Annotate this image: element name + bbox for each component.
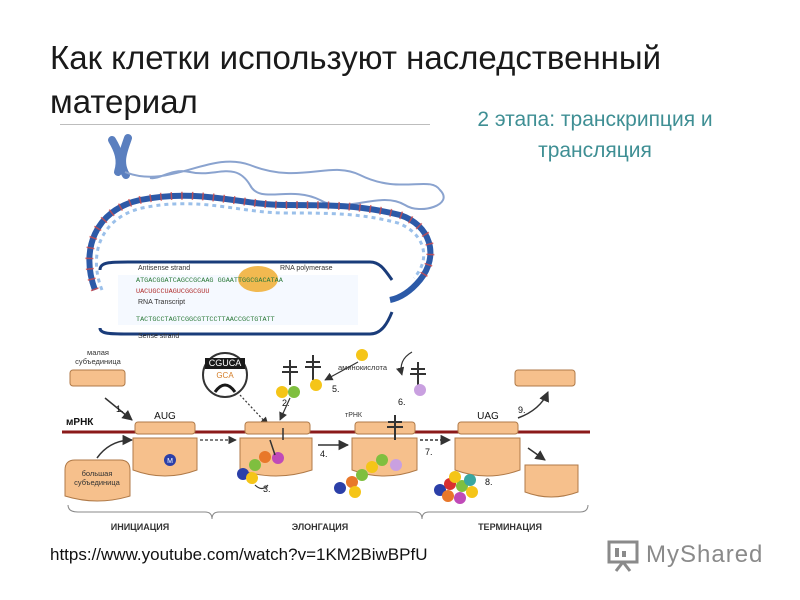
ribosome-elongation-2 [334,415,418,498]
aminoacid-label: аминокислота [338,363,388,372]
codon-magnifier: CGUCA GCA [202,352,269,426]
dna-illustration: Antisense strand RNA polymerase ATGACGGA… [85,134,445,340]
step-1-label: 1. [116,404,124,414]
released-small-subunit [514,369,576,387]
step-1-arrow [104,397,133,421]
small-subunit-label-2: субъединица [75,357,122,366]
stop-codon-label: UAG [477,411,499,422]
amino-acid-icon [356,349,368,361]
phase-termination: ТЕРМИНАЦИЯ [478,522,542,532]
translation-diagram: малая субъединица большая субъединица мР… [62,348,590,532]
logo-text: MyShared [646,541,764,568]
large-subunit-label-1: большая [82,469,113,478]
methionine-label: M [167,458,173,465]
rna-transcript-label: RNA Transcript [138,299,185,306]
large-subunit-arrow [96,434,134,459]
antisense-strand-label: Antisense strand [138,265,190,272]
codon-bottom-label: GCA [216,371,234,380]
step-9-arrow [517,391,549,419]
ribosome-elongation-1 [237,421,313,484]
codon-top-label: CGUCA [209,358,242,368]
rna-polymerase-icon [238,266,278,292]
slide-subtitle: 2 этапа: транскрипция и трансляция [477,108,713,162]
step-9-label: 9. [518,405,526,415]
ribosome-termination: UAG [454,411,521,477]
step-5-label: 5. [332,384,340,394]
ribosome-initiation: AUG M [132,411,198,477]
mrna-label: мРНК [66,417,94,428]
large-subunit-icon [64,459,131,502]
chromatin-fiber [124,160,445,210]
small-subunit-label-1: малая [87,348,109,357]
rna-sequence: UACUGCCUAGUCGGCGUU [136,288,209,296]
protein-chain-icon [434,471,478,504]
step-7-label: 7. [425,447,433,457]
step-4-label: 4. [320,449,328,459]
myshared-logo: MyShared [604,535,774,575]
phase-elongation: ЭЛОНГАЦИЯ [292,522,348,532]
step-3-label: 3. [263,484,271,494]
title-divider [60,124,430,125]
slide-title: Как клетки используют наследственный мат… [50,39,662,120]
large-subunit-label-2: субъединица [74,478,121,487]
source-link[interactable]: https://www.youtube.com/watch?v=1KM2BiwB… [50,545,428,564]
released-large-subunit [524,464,579,498]
chromosome-icon [108,134,132,179]
step-6-label: 6. [398,397,406,407]
presentation-board-icon [607,540,639,572]
antisense-sequence: ATGACGGATCAGCCGCAAG GGAATTGGCGACATAA [136,277,284,285]
methionine-icon [164,454,176,466]
trna-label: тРНК [345,412,363,419]
sense-sequence: TACTGCCTAGTCGGCGTTCCTTAACCGCTGTATT [136,316,275,324]
trna-icon-2 [305,355,322,391]
trna-icon-3 [410,362,426,396]
small-subunit-icon [69,369,126,387]
double-helix [85,191,435,303]
phase-initiation: ИНИЦИАЦИЯ [111,522,170,532]
step-8-label: 8. [485,477,493,487]
step-2-label: 2. [282,398,290,408]
sense-strand-label: Sense strand [138,333,179,340]
start-codon-label: AUG [154,411,176,422]
trna-icon-1 [276,360,300,398]
transcription-bubble: Antisense strand RNA polymerase ATGACGGA… [98,260,394,340]
rna-polymerase-label: RNA polymerase [280,265,333,272]
phase-brackets: ИНИЦИАЦИЯ ЭЛОНГАЦИЯ ТЕРМИНАЦИЯ [67,504,589,532]
